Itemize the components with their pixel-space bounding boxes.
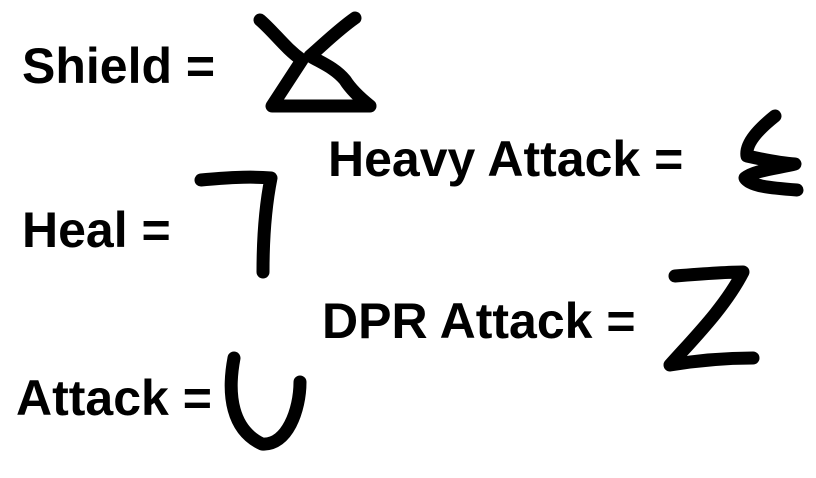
attack-symbol-icon	[224, 351, 307, 451]
dpr-attack-symbol-icon	[663, 265, 760, 372]
attack-label: Attack =	[16, 370, 212, 426]
heal-label: Heal =	[22, 202, 171, 258]
shield-symbol-icon	[253, 11, 377, 113]
heavy-attack-label: Heavy Attack =	[328, 131, 684, 187]
shield-label: Shield =	[22, 38, 216, 94]
heavy-attack-symbol-icon	[738, 109, 804, 197]
heal-symbol-icon	[194, 170, 278, 279]
dpr-attack-label: DPR Attack =	[322, 293, 636, 349]
